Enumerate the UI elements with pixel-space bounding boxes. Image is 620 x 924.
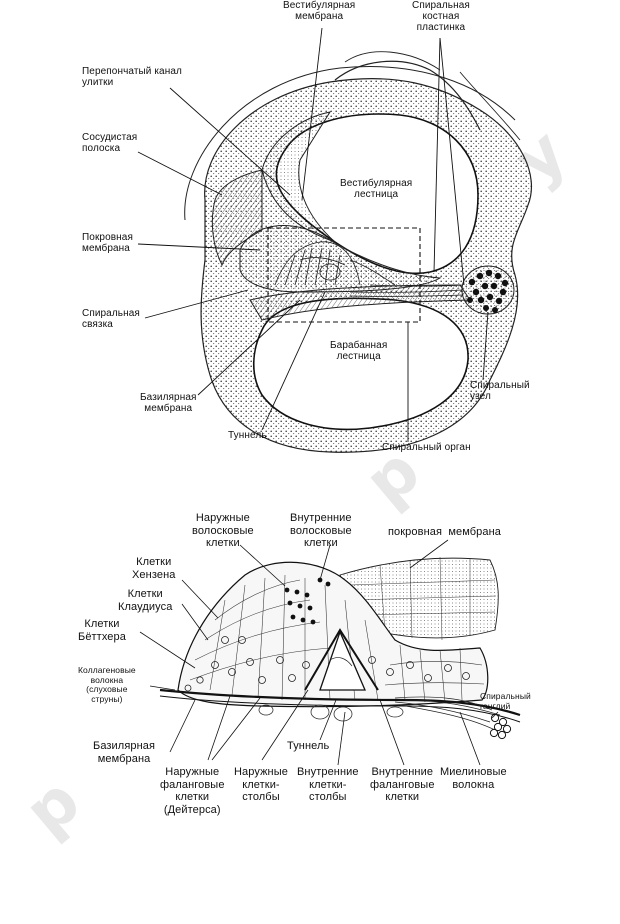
label-vestibular-membrane: Вестибулярная мембрана (283, 0, 356, 22)
label-inner-hair-cells: Внутренние волосковые клетки (290, 512, 352, 549)
label-tectorial-membrane-2: покровная мембрана (388, 526, 501, 538)
label-collagen-fibers: Коллагеновые волокна (слуховые струны) (78, 665, 136, 704)
label-inner-pillar-cells: Внутренние клетки- столбы (297, 766, 359, 803)
label-spiral-ganglion: Спиральный узел (470, 380, 530, 402)
label-tunnel-2: Туннель (287, 740, 330, 752)
spiral-ganglion-cells (461, 265, 515, 315)
label-basilar-membrane-2: Базилярная мембрана (93, 740, 156, 765)
label-tunnel: Туннель (228, 430, 267, 441)
label-myelinated-fibers: Миелиновые волокна (440, 766, 507, 791)
label-boettcher-cells: Клетки Бёттхера (78, 618, 126, 643)
label-stria-vascularis: Сосудистая полоска (82, 132, 138, 154)
label-cochlear-duct: Перепончатый канал улитки (82, 66, 182, 88)
organ-of-corti-detail (159, 556, 521, 740)
label-claudius-cells: Клетки Клаудиуса (118, 588, 173, 613)
label-spiral-ligament: Спиральная связка (82, 308, 140, 330)
label-tectorial-membrane: Покровная мембрана (82, 232, 133, 254)
figure2-leader-lines (139, 539, 499, 766)
label-spiral-bony-lamina: Спиральная костная пластинка (412, 0, 470, 33)
label-scala-tympani: Барабанная лестница (330, 340, 388, 362)
label-outer-hair-cells: Наружные волосковые клетки (192, 512, 254, 549)
label-basilar-membrane: Базилярная мембрана (140, 392, 197, 414)
label-inner-phalangeal-cells: Внутренние фаланговые клетки (370, 766, 435, 803)
label-outer-pillar-cells: Наружные клетки- столбы (234, 766, 288, 803)
label-hensen-cells: Клетки Хензена (132, 556, 176, 581)
label-outer-phalangeal-cells: Наружные фаланговые клетки (Дейтерса) (160, 766, 225, 816)
label-spiral-ganglion-2: Спиральный ганглий (480, 691, 531, 711)
label-scala-vestibuli: Вестибулярная лестница (340, 178, 413, 200)
cochlea-cross-section (184, 51, 532, 453)
figure1-leader-lines (137, 27, 489, 442)
label-organ-of-corti: Спиральный орган (382, 442, 471, 453)
